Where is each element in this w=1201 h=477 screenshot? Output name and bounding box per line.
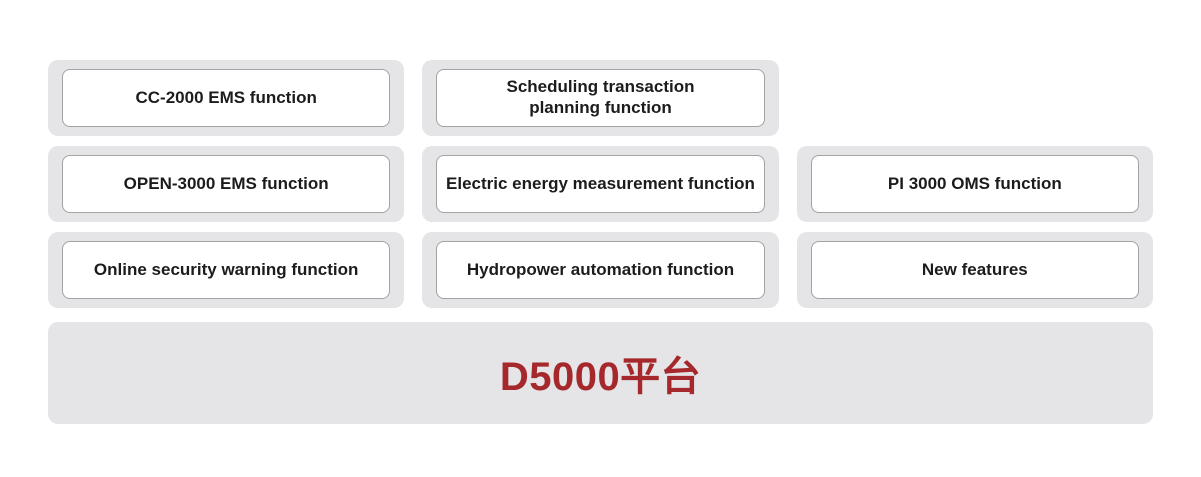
function-box-label: OPEN-3000 EMS function [123, 173, 329, 193]
function-rows: CC-2000 EMS function Scheduling transact… [48, 60, 1153, 308]
function-box-new-features: New features [810, 241, 1139, 299]
function-box-label: Online security warning function [93, 259, 359, 279]
function-container: Online security warning function [48, 232, 405, 308]
function-box-pi3000-oms: PI 3000 OMS function [810, 155, 1139, 213]
function-container: Electric energy measurement function [422, 146, 779, 222]
function-box-label: Electric energy measurement function [446, 173, 755, 193]
function-box-electric-energy-measurement: Electric energy measurement function [436, 155, 765, 213]
function-container: PI 3000 OMS function [796, 146, 1153, 222]
d5000-platform-bar: D5000平台 [48, 322, 1153, 424]
function-row-2: OPEN-3000 EMS function Electric energy m… [48, 146, 1153, 222]
function-container: New features [796, 232, 1153, 308]
function-box-hydropower-automation: Hydropower automation function [436, 241, 765, 299]
function-box-label: CC-2000 EMS function [135, 87, 317, 107]
function-box-label: PI 3000 OMS function [887, 173, 1062, 193]
function-container: CC-2000 EMS function [48, 60, 405, 136]
function-container: OPEN-3000 EMS function [48, 146, 405, 222]
function-box-label: New features [921, 259, 1028, 279]
function-box-online-security-warning: Online security warning function [62, 241, 391, 299]
function-box-scheduling-transaction-planning: Scheduling transaction planning function [436, 69, 765, 127]
function-box-label: Scheduling transaction planning function [506, 77, 695, 117]
function-container: Scheduling transaction planning function [422, 60, 779, 136]
function-row-3: Online security warning function Hydropo… [48, 232, 1153, 308]
function-container: Hydropower automation function [422, 232, 779, 308]
function-box-label: Hydropower automation function [466, 259, 735, 279]
function-box-open3000-ems: OPEN-3000 EMS function [62, 155, 391, 213]
function-box-cc2000-ems: CC-2000 EMS function [62, 69, 391, 127]
d5000-platform-label: D5000平台 [499, 355, 702, 399]
function-row-1: CC-2000 EMS function Scheduling transact… [48, 60, 1153, 136]
